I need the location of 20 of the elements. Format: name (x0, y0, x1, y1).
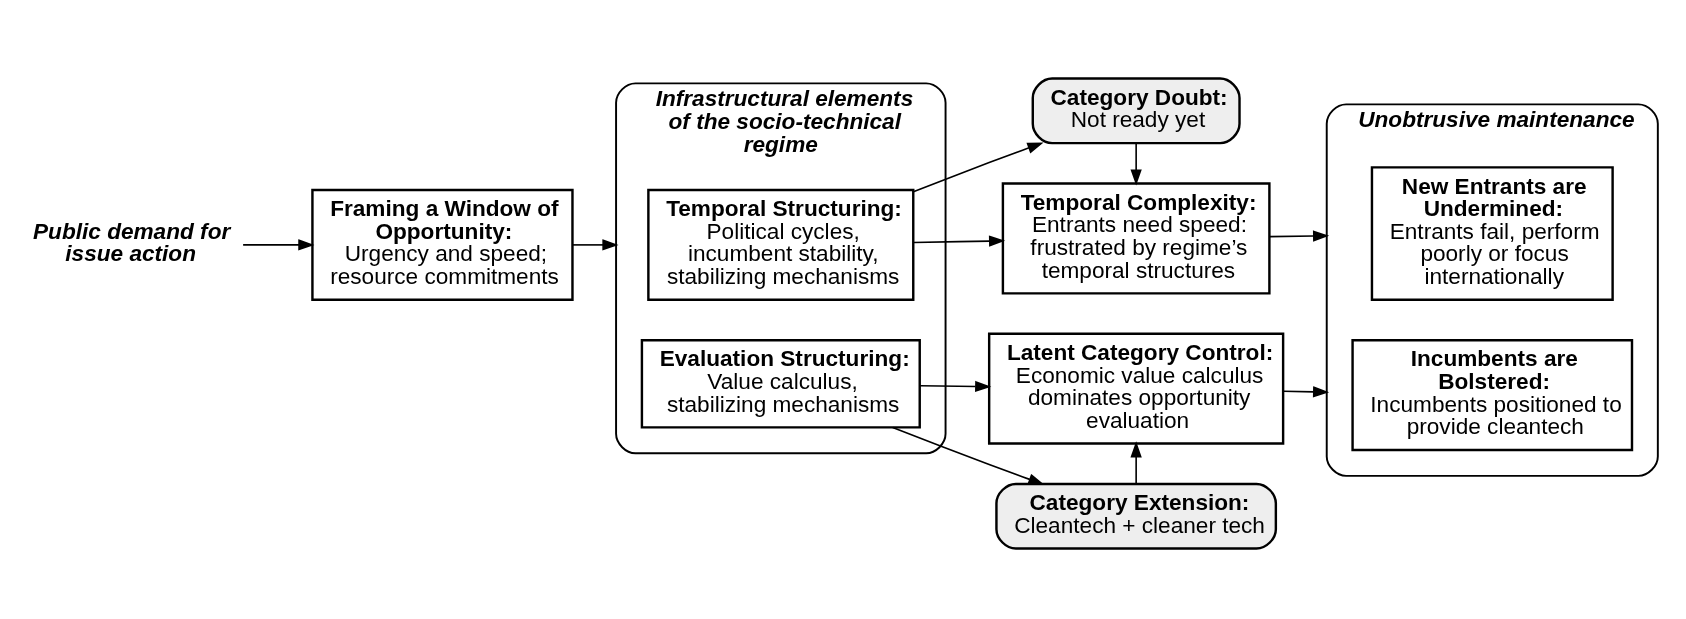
node-box: Latent Category Control: Economic value calculus dominates opportunity evaluation (987, 332, 1285, 445)
arrow (919, 380, 992, 393)
arrow (571, 239, 619, 251)
node-box: Framing a Window of Opportunity: Urgency and speed; resource commitments (311, 188, 574, 301)
node-box: Category Extension: Cleantech + cleaner tech (995, 482, 1278, 550)
arrow (912, 235, 1006, 247)
arrow (1282, 386, 1330, 398)
node-box: Temporal Structuring: Political cycles, incumbent stability, stabilizing mechanisms (647, 188, 915, 301)
arrow (242, 239, 315, 251)
arrow (1268, 230, 1330, 242)
node-box: Category Doubt: Not ready yet (1031, 77, 1241, 145)
node-text: Public demand for issue action (33, 218, 231, 267)
node-box: Temporal Complexity: Entrants need speed: frustrated by regime’s temporal structures (1001, 182, 1271, 295)
node-box: Evaluation Structuring: Value calculus, stabilizing mechanisms (640, 339, 921, 429)
node-box: Incumbents are Bolstered: Incumbents positioned to provide cleantech (1351, 339, 1634, 452)
arrow (912, 142, 1044, 193)
arrow (1130, 142, 1142, 186)
arrow (1130, 441, 1142, 485)
arrow (891, 426, 1045, 485)
node-box: New Entrants are Undermined: Entrants fail, perform poorly or focus internationally (1370, 166, 1614, 301)
